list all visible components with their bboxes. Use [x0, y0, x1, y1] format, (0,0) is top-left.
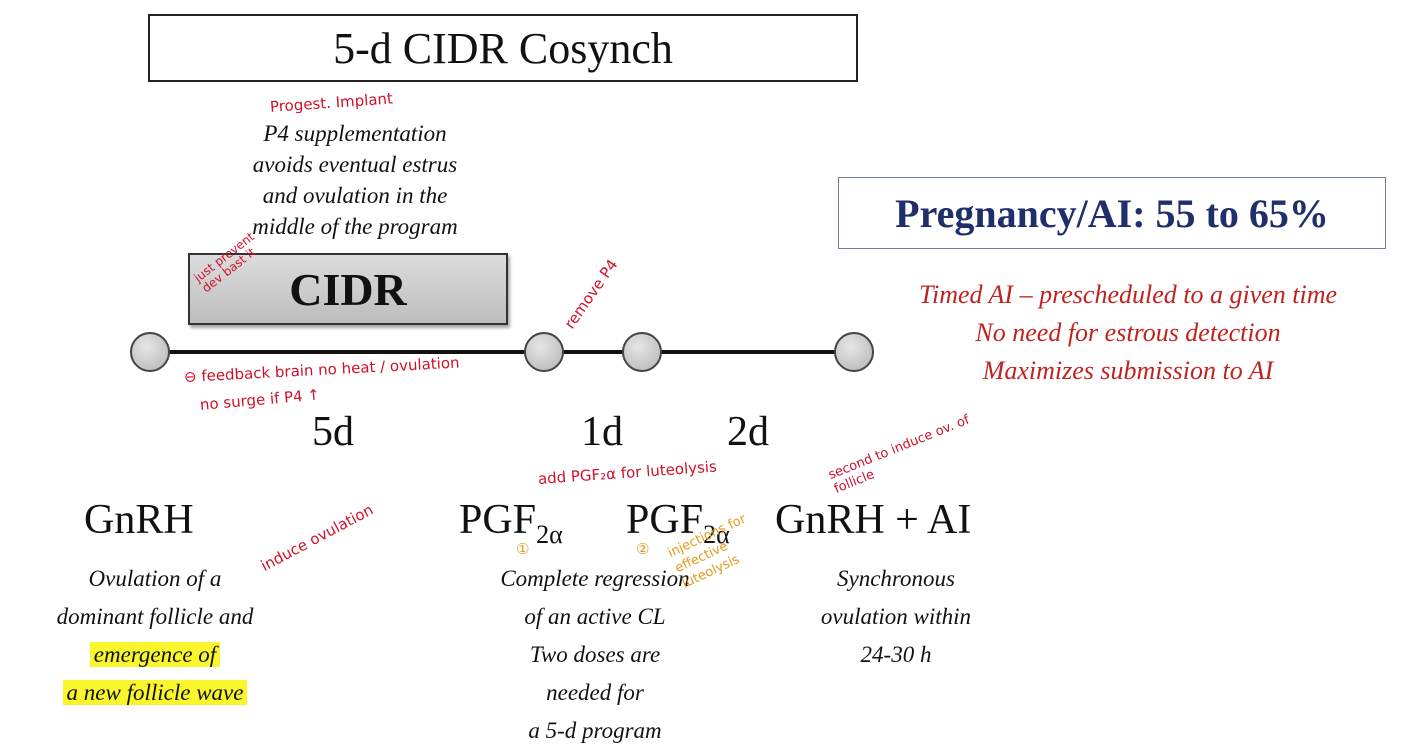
timed-ai-line: Timed AI – prescheduled to a given time: [918, 280, 1338, 309]
annotation-number-one: ①: [516, 540, 530, 558]
pgf-text: PGF: [459, 497, 537, 543]
annotation-second-to-induce: second to induce ov. of follicle: [826, 412, 972, 497]
interval-label: 2d: [727, 409, 769, 455]
pregnancy-rate-box: Pregnancy/AI: 55 to 65%: [838, 177, 1386, 249]
annotation-remove-p4: remove P4: [560, 256, 622, 333]
timeline-line: [150, 350, 855, 354]
annotation-no-surge: no surge if P4 ↑: [199, 385, 321, 414]
event-gnrh: GnRH: [84, 497, 194, 543]
desc-line: Ovulation of a: [88, 566, 222, 591]
annotation-feedback-brain: ⊖ feedback brain no heat / ovulation: [183, 353, 460, 386]
p4-note-line: avoids eventual estrus: [252, 152, 458, 177]
timeline-node-day5: [524, 332, 564, 372]
pgf-description: Complete regression of an active CL Two …: [470, 560, 720, 750]
annotation-number-two: ②: [636, 540, 650, 558]
highlighted-text: emergence of: [89, 642, 221, 667]
annotation-progest-implant: Progest. Implant: [269, 89, 394, 116]
cidr-label: CIDR: [289, 263, 407, 315]
event-pgf2a-first: PGF2α: [459, 496, 563, 550]
p4-note-line: middle of the program: [252, 214, 458, 239]
event-pgf2a-second: PGF2α: [626, 496, 730, 550]
pgf-text: PGF: [626, 497, 704, 543]
gnrh-ai-description: Synchronous ovulation within 24-30 h: [786, 560, 1006, 674]
annotation-induce-ovulation: induce ovulation: [257, 500, 377, 575]
timeline-node-day8: [834, 332, 874, 372]
interval-label: 5d: [312, 409, 354, 455]
pgf-subscript: 2α: [703, 520, 730, 549]
gnrh-description: Ovulation of a dominant follicle and eme…: [10, 560, 300, 712]
interval-label: 1d: [581, 409, 623, 455]
timed-ai-notes: Timed AI – prescheduled to a given time …: [838, 276, 1418, 390]
desc-line: of an active CL: [524, 604, 666, 629]
desc-line: ovulation within: [820, 604, 972, 629]
desc-line: Two doses are: [529, 642, 661, 667]
p4-note-line: and ovulation in the: [262, 183, 448, 208]
pregnancy-rate: Pregnancy/AI: 55 to 65%: [895, 190, 1329, 236]
timed-ai-line: No need for estrous detection: [975, 318, 1281, 347]
desc-line: 24-30 h: [860, 642, 932, 667]
annotation-add-pgf: add PGF₂α for luteolysis: [537, 457, 718, 488]
desc-line: Synchronous: [837, 566, 955, 591]
pgf-subscript: 2α: [536, 520, 563, 549]
event-gnrh-ai: GnRH + AI: [775, 497, 972, 543]
desc-line: needed for: [546, 680, 644, 705]
desc-line: Complete regression: [500, 566, 690, 591]
desc-line: dominant follicle and: [56, 604, 254, 629]
timeline-node-day6: [622, 332, 662, 372]
p4-supplementation-note: P4 supplementation avoids eventual estru…: [200, 118, 510, 242]
desc-line: a 5-d program: [528, 718, 662, 743]
p4-note-line: P4 supplementation: [263, 121, 447, 146]
timeline-node-day0: [130, 332, 170, 372]
diagram-title: 5-d CIDR Cosynch: [333, 23, 673, 73]
title-box: 5-d CIDR Cosynch: [148, 14, 858, 82]
highlighted-text: a new follicle wave: [62, 680, 248, 705]
cidr-device-box: CIDR: [188, 253, 508, 325]
timed-ai-line: Maximizes submission to AI: [982, 356, 1274, 385]
